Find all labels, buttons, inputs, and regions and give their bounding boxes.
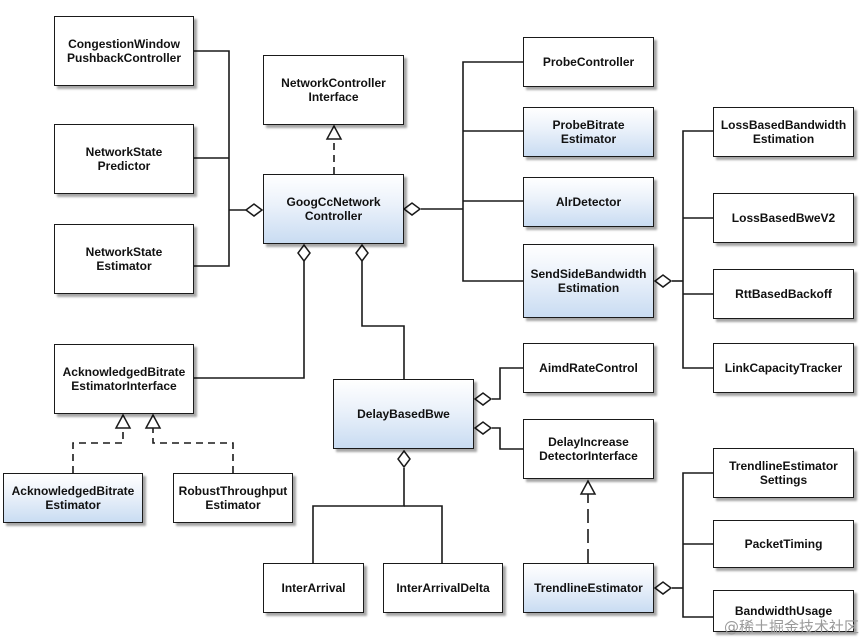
realization-arrow-ack-2 bbox=[144, 413, 162, 429]
loss-based-bwe-v2-box: LossBasedBweV2 bbox=[713, 193, 854, 243]
network-state-estimator-box: NetworkState Estimator bbox=[54, 224, 194, 294]
rtt-based-backoff-box: RttBasedBackoff bbox=[713, 269, 854, 319]
aimd-rate-control-box: AimdRateControl bbox=[523, 343, 654, 393]
watermark-text: @稀土掘金技术社区 bbox=[723, 618, 859, 636]
aggregation-diamond-increase bbox=[473, 421, 493, 435]
robust-throughput-estimator-box: RobustThroughput Estimator bbox=[173, 473, 293, 523]
aggregation-diamond-sendside bbox=[653, 274, 673, 288]
realization-arrow-delay-increase bbox=[579, 479, 597, 495]
connector-loss-group bbox=[682, 130, 713, 369]
congestion-window-pushback-controller-box: CongestionWindow PushbackController bbox=[54, 16, 194, 86]
realization-arrow-interface bbox=[325, 124, 343, 140]
aggregation-diamond-delay bbox=[355, 243, 369, 263]
network-controller-interface-box: NetworkController Interface bbox=[263, 55, 404, 125]
connector-goog-to-ack-interface bbox=[194, 261, 305, 379]
connector-delay-to-increase bbox=[492, 427, 523, 450]
packet-timing-box: PacketTiming bbox=[713, 520, 854, 568]
aggregation-diamond-interarrival bbox=[397, 449, 411, 469]
aggregation-diamond-trendline bbox=[653, 581, 673, 595]
link-capacity-tracker-box: LinkCapacityTracker bbox=[713, 343, 854, 393]
loss-based-bandwidth-estimation-box: LossBasedBandwidth Estimation bbox=[713, 107, 854, 157]
connector-realization-robust bbox=[152, 428, 234, 473]
connector-right-group bbox=[462, 61, 523, 282]
delay-increase-detector-interface-box: DelayIncrease DetectorInterface bbox=[523, 419, 654, 479]
connector-realization-ack bbox=[72, 428, 124, 473]
inter-arrival-box: InterArrival bbox=[263, 563, 364, 613]
connector-goog-to-delay bbox=[361, 261, 405, 379]
goog-cc-network-controller-box: GoogCcNetwork Controller bbox=[263, 174, 404, 244]
trendline-estimator-settings-box: TrendlineEstimator Settings bbox=[713, 448, 854, 498]
connector-delay-to-interarrival-delta bbox=[404, 505, 443, 563]
realization-arrow-ack-1 bbox=[114, 413, 132, 429]
bandwidth-usage-box: BandwidthUsage bbox=[713, 590, 854, 632]
delay-based-bwe-box: DelayBasedBwe bbox=[333, 379, 474, 449]
trendline-estimator-box: TrendlineEstimator bbox=[523, 563, 654, 613]
network-state-predictor-box: NetworkState Predictor bbox=[54, 124, 194, 194]
probe-controller-box: ProbeController bbox=[523, 37, 654, 87]
acknowledged-bitrate-estimator-interface-box: AcknowledgedBitrate EstimatorInterface bbox=[54, 344, 194, 414]
probe-bitrate-estimator-box: ProbeBitrate Estimator bbox=[523, 107, 654, 157]
acknowledged-bitrate-estimator-box: AcknowledgedBitrate Estimator bbox=[3, 473, 143, 523]
alr-detector-box: AlrDetector bbox=[523, 177, 654, 227]
connector-delay-to-aimd bbox=[492, 367, 523, 400]
connector-delay-to-interarrival bbox=[312, 468, 405, 563]
aggregation-diamond-left bbox=[244, 203, 264, 217]
aggregation-diamond-ack bbox=[297, 243, 311, 263]
aggregation-diamond-right bbox=[402, 202, 422, 216]
connector-trendline-group bbox=[682, 472, 713, 618]
aggregation-diamond-aimd bbox=[473, 392, 493, 406]
send-side-bandwidth-estimation-box: SendSideBandwidth Estimation bbox=[523, 244, 654, 318]
inter-arrival-delta-box: InterArrivalDelta bbox=[383, 563, 503, 613]
